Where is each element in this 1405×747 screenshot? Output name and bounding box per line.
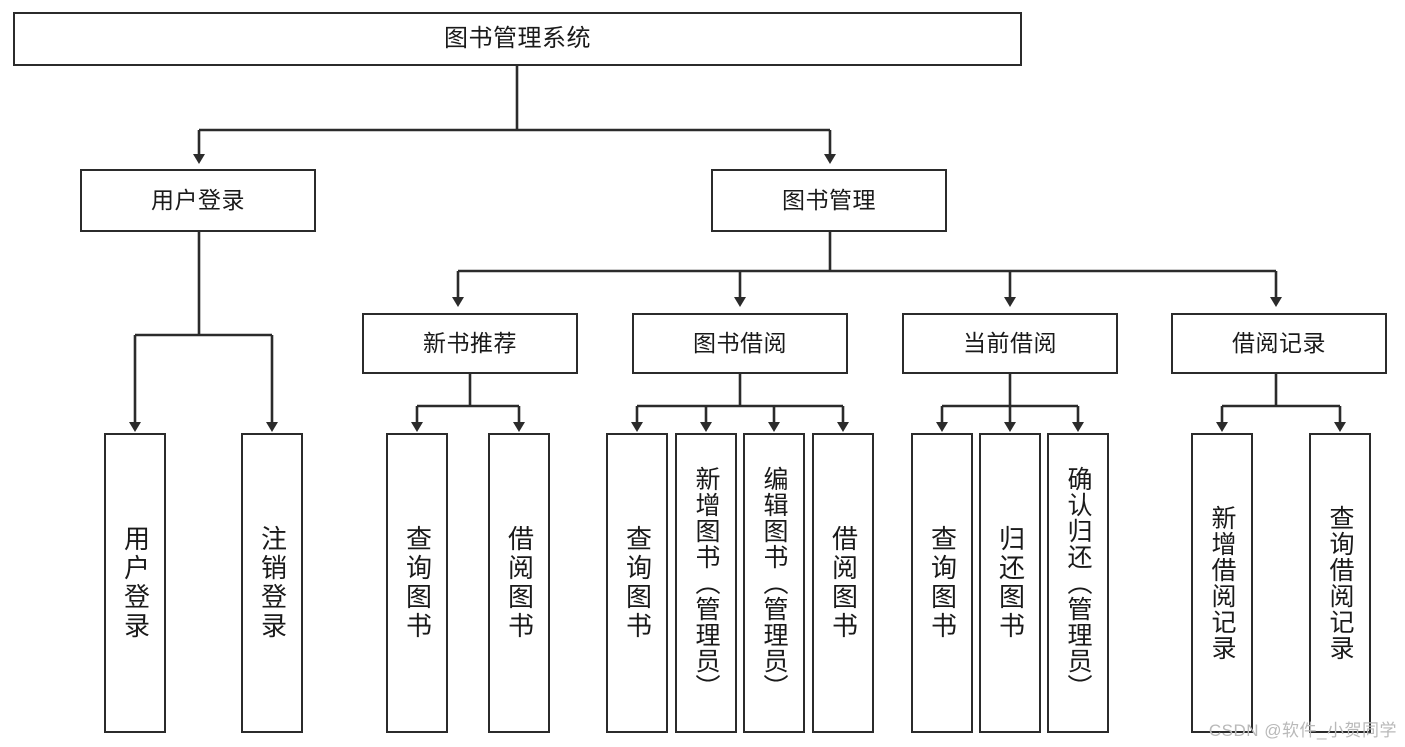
node-borrow-record[interactable]: 借阅记录: [1171, 313, 1387, 374]
node-leaf-add-book-label: 新增图书（管理员）: [692, 466, 720, 700]
node-user-login-label: 用户登录: [151, 186, 245, 213]
node-leaf-query-record-label: 查询借阅记录: [1326, 505, 1354, 661]
node-leaf-user-login[interactable]: 用户登录: [104, 433, 166, 733]
node-leaf-logout-label: 注销登录: [257, 525, 288, 641]
node-book-manage[interactable]: 图书管理: [711, 169, 947, 232]
node-leaf-query-book-2[interactable]: 查询图书: [606, 433, 668, 733]
csdn-watermark: CSDN @软件_小贺同学: [1208, 721, 1397, 740]
node-leaf-add-book[interactable]: 新增图书（管理员）: [675, 433, 737, 733]
node-leaf-add-record[interactable]: 新增借阅记录: [1191, 433, 1253, 733]
node-leaf-add-record-label: 新增借阅记录: [1208, 505, 1236, 661]
node-leaf-confirm-return-label: 确认归还（管理员）: [1064, 466, 1092, 700]
node-leaf-query-book-1-label: 查询图书: [402, 525, 433, 641]
node-leaf-confirm-return[interactable]: 确认归还（管理员）: [1047, 433, 1109, 733]
node-leaf-return-book[interactable]: 归还图书: [979, 433, 1041, 733]
node-new-book-recommend[interactable]: 新书推荐: [362, 313, 578, 374]
node-root[interactable]: 图书管理系统: [13, 12, 1022, 66]
node-current-borrow[interactable]: 当前借阅: [902, 313, 1118, 374]
node-leaf-query-record[interactable]: 查询借阅记录: [1309, 433, 1371, 733]
node-leaf-edit-book-label: 编辑图书（管理员）: [760, 466, 788, 700]
node-book-borrow[interactable]: 图书借阅: [632, 313, 848, 374]
node-user-login[interactable]: 用户登录: [80, 169, 316, 232]
node-book-manage-label: 图书管理: [782, 186, 876, 213]
node-leaf-query-book-2-label: 查询图书: [622, 525, 653, 641]
node-leaf-query-book-1[interactable]: 查询图书: [386, 433, 448, 733]
node-borrow-record-label: 借阅记录: [1232, 329, 1326, 356]
node-root-label: 图书管理系统: [444, 24, 591, 52]
node-leaf-user-login-label: 用户登录: [120, 525, 151, 641]
node-leaf-borrow-book-2[interactable]: 借阅图书: [812, 433, 874, 733]
node-leaf-edit-book[interactable]: 编辑图书（管理员）: [743, 433, 805, 733]
node-current-borrow-label: 当前借阅: [963, 329, 1057, 356]
node-leaf-borrow-book-2-label: 借阅图书: [828, 525, 859, 641]
node-new-book-recommend-label: 新书推荐: [423, 329, 517, 356]
node-book-borrow-label: 图书借阅: [693, 329, 787, 356]
node-leaf-borrow-book-1[interactable]: 借阅图书: [488, 433, 550, 733]
node-leaf-query-book-3[interactable]: 查询图书: [911, 433, 973, 733]
node-leaf-logout[interactable]: 注销登录: [241, 433, 303, 733]
node-leaf-query-book-3-label: 查询图书: [927, 525, 958, 641]
node-leaf-borrow-book-1-label: 借阅图书: [504, 525, 535, 641]
node-leaf-return-book-label: 归还图书: [995, 525, 1026, 641]
